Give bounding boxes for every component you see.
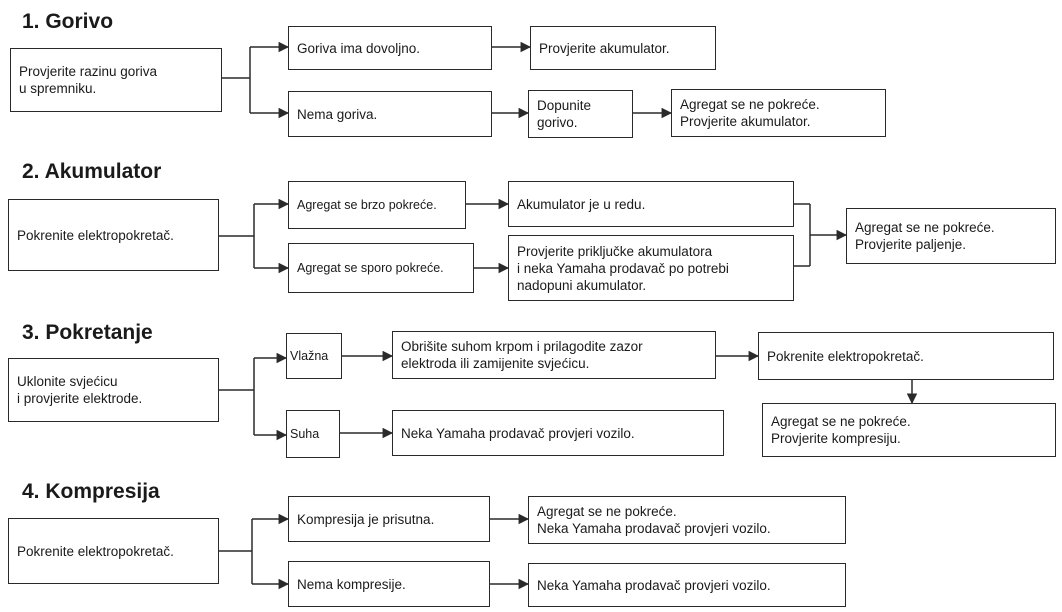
- s3-branch-a-next-line-1: Obrišite suhom krpom i prilagodite zazor: [401, 339, 643, 354]
- s2-merge-line-1: Agregat se ne pokreće.: [855, 220, 995, 235]
- s2-start-text: Pokrenite elektropokretač.: [17, 227, 174, 243]
- section-1-title: 1. Gorivo: [22, 10, 114, 33]
- s2-branch-b-box: Agregat se sporo pokreće.: [288, 243, 474, 293]
- s1-start-line-2: u spremniku.: [19, 81, 97, 96]
- s1-branch-a-next-text: Provjerite akumulator.: [539, 40, 670, 56]
- s2-branch-b-next-line-3: nadopuni akumulator.: [517, 277, 647, 293]
- s4-start-box: Pokrenite elektropokretač.: [8, 518, 219, 584]
- s4-branch-a-text: Kompresija je prisutna.: [297, 511, 435, 527]
- s3-result-line-1: Agregat se ne pokreće.: [771, 414, 911, 429]
- s2-branch-a-box: Agregat se brzo pokreće.: [288, 181, 466, 229]
- s2-branch-a-next-text: Akumulator je u redu.: [517, 196, 646, 212]
- s4-branch-a-next-box: Agregat se ne pokreće. Neka Yamaha proda…: [528, 496, 846, 544]
- s1-branch-a-box: Goriva ima dovoljno.: [288, 26, 492, 70]
- s1-start-box: Provjerite razinu goriva u spremniku.: [10, 48, 222, 112]
- s2-merge-line-2: Provjerite paljenje.: [855, 237, 967, 252]
- section-4-title: 4. Kompresija: [22, 480, 160, 503]
- s4-start-text: Pokrenite elektropokretač.: [17, 543, 174, 559]
- s4-branch-a-next-line-1: Agregat se ne pokreće.: [537, 504, 677, 519]
- s2-branch-a-next-box: Akumulator je u redu.: [508, 181, 794, 227]
- s3-branch-b-next-box: Neka Yamaha prodavač provjeri vozilo.: [392, 410, 724, 456]
- s3-branch-a-next-line-2: elektroda ili zamijenite svjećicu.: [401, 356, 590, 371]
- s1-start-line-1: Provjerite razinu goriva: [19, 64, 158, 79]
- s2-branch-b-next-box: Provjerite priključke akumulatora i neka…: [508, 235, 794, 301]
- s1-branch-b-next-line-2: gorivo.: [537, 115, 578, 130]
- s1-branch-a-text: Goriva ima dovoljno.: [297, 40, 421, 56]
- s2-start-box: Pokrenite elektropokretač.: [8, 199, 219, 271]
- s2-merge-box: Agregat se ne pokreće. Provjerite paljen…: [846, 208, 1056, 264]
- section-2-title: 2. Akumulator: [22, 160, 162, 183]
- s4-branch-a-box: Kompresija je prisutna.: [288, 496, 490, 542]
- s3-start-line-2: i provjerite elektrode.: [17, 391, 143, 406]
- s4-branch-a-next-line-2: Neka Yamaha prodavač provjeri vozilo.: [537, 521, 771, 536]
- s3-start-box: Uklonite svjećicu i provjerite elektrode…: [8, 358, 219, 422]
- s3-branch-b-text: Suha: [290, 426, 320, 441]
- s1-branch-a-next-box: Provjerite akumulator.: [530, 26, 716, 70]
- s1-branch-b-next-box: Dopunite gorivo.: [528, 90, 633, 138]
- s1-branch-b-last-line-2: Provjerite akumulator.: [680, 114, 811, 129]
- s2-branch-b-next-line-2: i neka Yamaha prodavač po potrebi: [517, 260, 729, 276]
- s1-branch-b-last-line-1: Agregat se ne pokreće.: [680, 97, 820, 112]
- s1-branch-b-last-box: Agregat se ne pokreće. Provjerite akumul…: [671, 89, 886, 137]
- s2-branch-b-next-line-1: Provjerite priključke akumulatora: [517, 243, 713, 259]
- s4-branch-b-text: Nema kompresije.: [297, 576, 406, 592]
- s4-branch-b-next-box: Neka Yamaha prodavač provjeri vozilo.: [528, 563, 846, 607]
- s3-branch-a-text: Vlažna: [290, 348, 329, 363]
- s1-branch-b-box: Nema goriva.: [288, 91, 492, 137]
- s3-branch-a-box: Vlažna: [286, 333, 342, 379]
- s3-branch-b-next-text: Neka Yamaha prodavač provjeri vozilo.: [401, 425, 635, 441]
- s4-branch-b-next-text: Neka Yamaha prodavač provjeri vozilo.: [537, 577, 771, 593]
- s3-branch-b-box: Suha: [286, 410, 340, 458]
- s3-branch-a-next-box: Obrišite suhom krpom i prilagodite zazor…: [392, 331, 716, 379]
- section-3-title: 3. Pokretanje: [22, 321, 153, 344]
- s3-result-box: Agregat se ne pokreće. Provjerite kompre…: [762, 403, 1056, 457]
- s1-branch-b-text: Nema goriva.: [297, 106, 378, 122]
- s3-branch-a-last-text: Pokrenite elektropokretač.: [767, 348, 924, 364]
- s2-branch-a-text: Agregat se brzo pokreće.: [297, 197, 437, 212]
- s2-branch-b-text: Agregat se sporo pokreće.: [297, 260, 444, 275]
- s1-branch-b-next-line-1: Dopunite: [537, 98, 592, 113]
- s3-result-line-2: Provjerite kompresiju.: [771, 431, 901, 446]
- s3-branch-a-last-box: Pokrenite elektropokretač.: [758, 332, 1054, 380]
- s4-branch-b-box: Nema kompresije.: [288, 561, 490, 607]
- s3-start-line-1: Uklonite svjećicu: [17, 374, 118, 389]
